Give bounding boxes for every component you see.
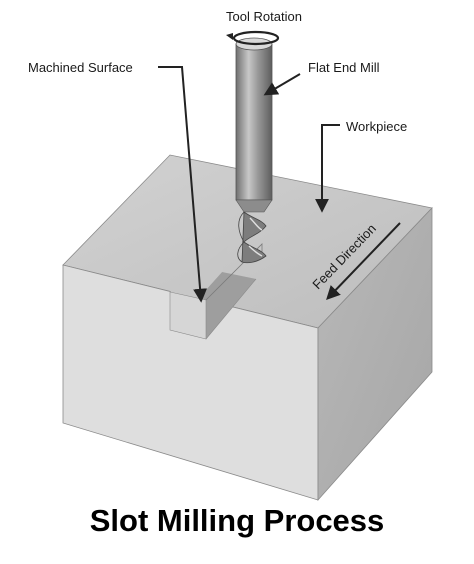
flat-end-mill-arrow <box>263 73 301 96</box>
tool-rotation-icon <box>226 30 280 46</box>
tool-shank <box>235 43 273 201</box>
machined-surface-arrow <box>158 66 208 303</box>
feed-direction-arrow <box>326 222 401 301</box>
workpiece-arrow <box>315 124 340 213</box>
flat-end-mill-label: Flat End Mill <box>308 60 380 75</box>
diagram-caption: Slot Milling Process <box>89 503 385 538</box>
workpiece-label: Workpiece <box>346 119 407 134</box>
machined-surface-label: Machined Surface <box>28 60 133 75</box>
workpiece-side-face <box>317 206 433 502</box>
flat-end-mill <box>235 37 273 264</box>
workpiece-block <box>62 154 433 502</box>
leader-arrows <box>158 66 401 303</box>
tool-rotation-label: Tool Rotation <box>226 9 302 24</box>
